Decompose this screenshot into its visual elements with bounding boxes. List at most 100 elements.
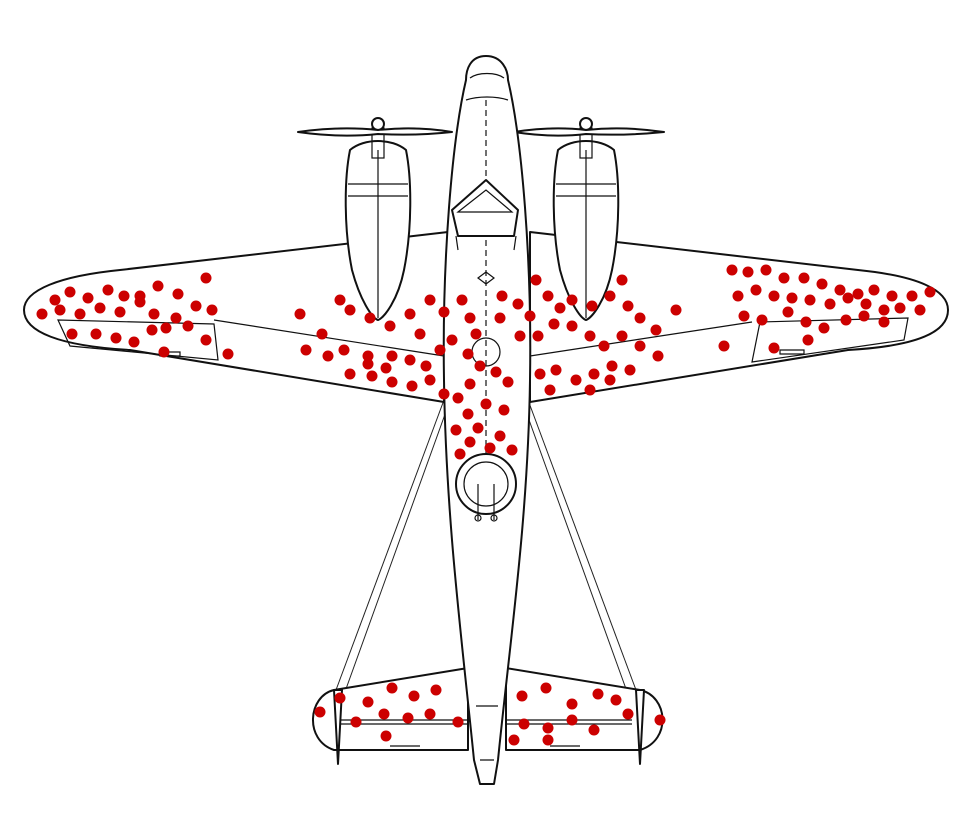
hit-marker — [424, 294, 436, 306]
hit-marker — [732, 290, 744, 302]
hit-marker — [344, 368, 356, 380]
hit-marker — [82, 292, 94, 304]
hit-marker — [316, 328, 328, 340]
hit-marker — [338, 344, 350, 356]
hit-marker — [182, 320, 194, 332]
hit-marker — [386, 376, 398, 388]
hit-marker — [750, 284, 762, 296]
hit-marker — [434, 344, 446, 356]
hit-marker — [652, 350, 664, 362]
hit-marker — [386, 350, 398, 362]
hit-marker — [542, 290, 554, 302]
left-propeller — [297, 127, 453, 137]
hit-marker — [190, 300, 202, 312]
hit-marker — [366, 370, 378, 382]
hit-marker — [566, 320, 578, 332]
hit-marker — [738, 310, 750, 322]
hit-marker — [906, 290, 918, 302]
hit-marker — [446, 334, 458, 346]
hit-marker — [36, 308, 48, 320]
hit-marker — [542, 722, 554, 734]
hit-marker — [472, 422, 484, 434]
hit-marker — [454, 448, 466, 460]
hit-marker — [474, 360, 486, 372]
hit-marker — [404, 308, 416, 320]
hit-marker — [842, 292, 854, 304]
hit-marker — [362, 350, 374, 362]
hit-marker — [54, 304, 66, 316]
hit-marker — [386, 682, 398, 694]
hit-marker — [886, 290, 898, 302]
hit-marker — [362, 696, 374, 708]
right-fin — [635, 689, 645, 765]
hit-marker — [524, 310, 536, 322]
hit-marker — [94, 302, 106, 314]
hit-marker — [604, 374, 616, 386]
hit-marker — [768, 290, 780, 302]
hit-marker — [350, 716, 362, 728]
hit-marker — [868, 284, 880, 296]
hit-marker — [160, 322, 172, 334]
hit-marker — [438, 306, 450, 318]
hit-marker — [518, 718, 530, 730]
hit-marker — [494, 430, 506, 442]
hit-marker — [300, 344, 312, 356]
hit-marker — [118, 290, 130, 302]
hit-marker — [800, 316, 812, 328]
hit-marker — [532, 330, 544, 342]
hit-marker — [654, 714, 666, 726]
hit-marker — [610, 694, 622, 706]
hit-marker — [344, 304, 356, 316]
hit-marker — [742, 266, 754, 278]
hit-marker — [378, 708, 390, 720]
hit-marker — [718, 340, 730, 352]
hit-marker — [102, 284, 114, 296]
hit-marker — [512, 298, 524, 310]
hit-marker — [90, 328, 102, 340]
hit-marker — [456, 294, 468, 306]
hit-marker — [544, 384, 556, 396]
left-fin — [333, 689, 343, 765]
hit-marker — [588, 724, 600, 736]
hit-marker — [66, 328, 78, 340]
hit-marker — [438, 388, 450, 400]
hit-marker — [566, 294, 578, 306]
hit-marker — [490, 366, 502, 378]
hit-marker — [778, 272, 790, 284]
hit-marker — [172, 288, 184, 300]
hit-marker — [462, 408, 474, 420]
hit-marker — [314, 706, 326, 718]
hit-marker — [858, 310, 870, 322]
hit-marker — [878, 304, 890, 316]
right-engine — [552, 117, 620, 321]
hit-marker — [334, 692, 346, 704]
hit-marker — [200, 334, 212, 346]
hit-marker — [49, 294, 61, 306]
hit-marker — [824, 298, 836, 310]
hit-marker — [480, 398, 492, 410]
hit-marker — [464, 436, 476, 448]
hit-marker — [670, 304, 682, 316]
hit-marker — [622, 300, 634, 312]
hit-marker — [516, 690, 528, 702]
hit-marker — [894, 302, 906, 314]
hit-marker — [588, 368, 600, 380]
hit-marker — [782, 306, 794, 318]
hit-marker — [450, 424, 462, 436]
hit-marker — [566, 698, 578, 710]
hit-marker — [534, 368, 546, 380]
hit-marker — [634, 312, 646, 324]
hit-marker — [110, 332, 122, 344]
hit-marker — [816, 278, 828, 290]
hit-marker — [834, 284, 846, 296]
hit-marker — [170, 312, 182, 324]
hit-marker — [860, 298, 872, 310]
hit-marker — [424, 374, 436, 386]
hit-marker — [506, 444, 518, 456]
hit-marker — [408, 690, 420, 702]
hit-marker — [924, 286, 936, 298]
hit-marker — [840, 314, 852, 326]
hit-marker — [380, 730, 392, 742]
hit-marker — [64, 286, 76, 298]
